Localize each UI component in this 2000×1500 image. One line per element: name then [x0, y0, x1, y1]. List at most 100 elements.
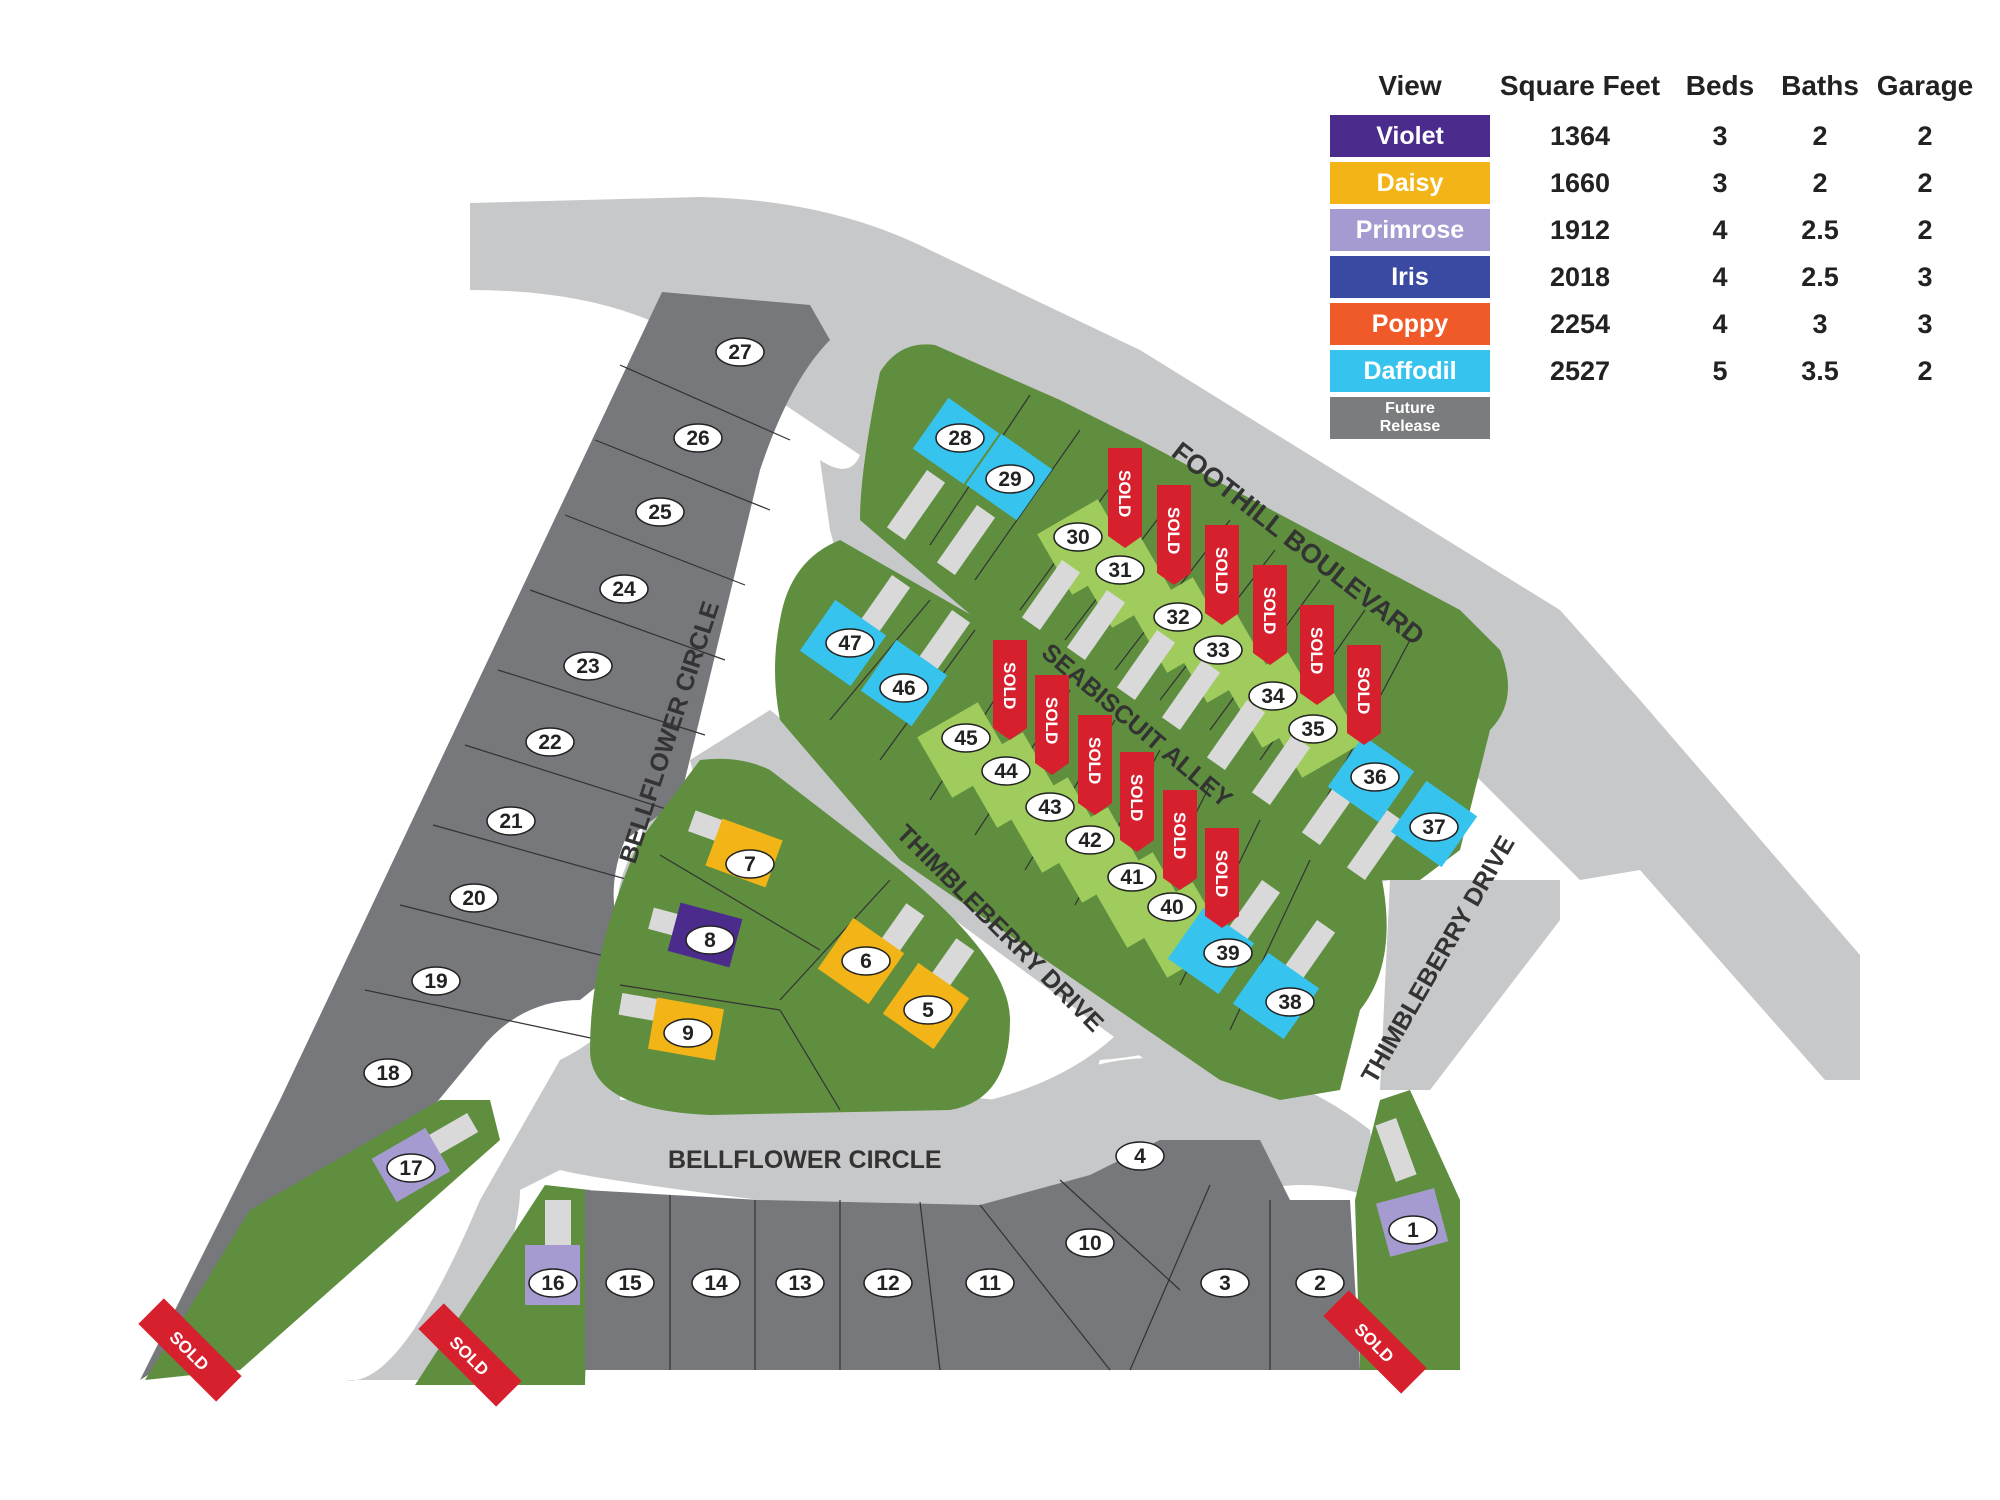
lot-16: 16 — [541, 1272, 564, 1295]
lot-13: 13 — [788, 1272, 811, 1295]
legend-row-violet: Violet 1364 3 2 2 — [1330, 115, 1980, 157]
swatch-primrose[interactable]: Primrose — [1330, 209, 1490, 251]
street-bellflower-circle-horizontal: BELLFLOWER CIRCLE — [668, 1146, 942, 1174]
baths-cell: 2.5 — [1801, 262, 1839, 292]
lot-27: 27 — [728, 341, 751, 364]
sqft-cell: 1364 — [1549, 121, 1611, 151]
swatch-iris[interactable]: Iris — [1330, 256, 1490, 298]
swatch-daffodil[interactable]: Daffodil — [1330, 350, 1490, 392]
lot-42: 42 — [1078, 829, 1101, 852]
lot-markers — [363, 337, 1459, 1298]
lot-12: 12 — [876, 1272, 899, 1295]
svg-text:SOLD: SOLD — [1085, 737, 1104, 784]
lot-23: 23 — [576, 655, 599, 678]
swatch-future-release[interactable]: Future Release — [1330, 397, 1490, 439]
legend-row-poppy: Poppy 2254 4 3 3 — [1330, 303, 1980, 345]
garage-cell: 3 — [1917, 262, 1933, 292]
lot-29: 29 — [998, 468, 1021, 491]
lot-25: 25 — [648, 501, 672, 524]
lot-7: 7 — [744, 853, 756, 876]
lots-west-lines — [364, 364, 791, 1041]
lot-3: 3 — [1219, 1272, 1231, 1295]
svg-text:SOLD: SOLD — [1115, 470, 1134, 517]
lot-35: 35 — [1301, 718, 1325, 741]
lot-46: 46 — [892, 677, 915, 700]
svg-text:SOLD: SOLD — [1000, 662, 1019, 709]
lot-33: 33 — [1206, 639, 1229, 662]
lot-17: 17 — [399, 1157, 422, 1180]
lot-44: 44 — [994, 760, 1018, 783]
lot-15: 15 — [618, 1272, 642, 1295]
lot-2: 2 — [1314, 1272, 1326, 1295]
lot-28: 28 — [948, 427, 972, 450]
lot-21: 21 — [499, 810, 523, 833]
sqft-cell: 2254 — [1549, 309, 1611, 339]
baths-cell: 3 — [1812, 309, 1828, 339]
lot-34: 34 — [1261, 685, 1285, 708]
baths-cell: 3.5 — [1801, 356, 1839, 386]
lot-39: 39 — [1216, 942, 1239, 965]
sqft-cell: 1660 — [1549, 168, 1611, 198]
legend-row-daffodil: Daffodil 2527 5 3.5 2 — [1330, 350, 1980, 392]
beds-cell: 5 — [1712, 356, 1728, 386]
lots-west-future — [140, 292, 830, 1380]
lot-32: 32 — [1166, 606, 1189, 629]
svg-text:SOLD: SOLD — [1212, 850, 1231, 897]
beds-cell: 3 — [1712, 121, 1728, 151]
beds-cell: 3 — [1712, 168, 1728, 198]
svg-text:SOLD: SOLD — [1354, 667, 1373, 714]
road-thimbleberry-center — [690, 710, 1240, 1100]
lot-30: 30 — [1066, 526, 1089, 549]
sold-ribbons: SOLD SOLD SOLD SOLD SOLD SOLD SOLD SOLD … — [993, 448, 1381, 928]
header-view: View — [1378, 70, 1442, 101]
lot-9: 9 — [682, 1022, 694, 1045]
header-baths: Baths — [1781, 70, 1859, 101]
legend-row-future-release: Future Release — [1330, 397, 1980, 439]
beds-cell: 4 — [1712, 215, 1728, 245]
svg-text:SOLD: SOLD — [1164, 507, 1183, 554]
sqft-cell: 1912 — [1549, 215, 1611, 245]
garage-cell: 2 — [1917, 168, 1933, 198]
lot-4: 4 — [1134, 1145, 1146, 1168]
lot-31: 31 — [1108, 559, 1132, 582]
lot-19: 19 — [424, 970, 447, 993]
lot-14: 14 — [704, 1272, 728, 1295]
lot-26: 26 — [686, 427, 709, 450]
lot-40: 40 — [1160, 896, 1183, 919]
road-bellflower-circle — [345, 290, 1380, 1381]
lot-6: 6 — [860, 950, 872, 973]
swatch-daisy[interactable]: Daisy — [1330, 162, 1490, 204]
lot-36: 36 — [1363, 766, 1386, 789]
garage-cell: 2 — [1917, 121, 1933, 151]
legend-row-primrose: Primrose 1912 4 2.5 2 — [1330, 209, 1980, 251]
legend-row-iris: Iris 2018 4 2.5 3 — [1330, 256, 1980, 298]
beds-cell: 4 — [1712, 309, 1728, 339]
floorplan-legend: View Square Feet Beds Baths Garage Viole… — [1330, 70, 1980, 450]
lot-20: 20 — [462, 887, 485, 910]
lot-47: 47 — [838, 632, 861, 655]
swatch-poppy[interactable]: Poppy — [1330, 303, 1490, 345]
svg-text:SOLD: SOLD — [1127, 774, 1146, 821]
svg-text:SOLD: SOLD — [1307, 627, 1326, 674]
lot-37: 37 — [1422, 816, 1445, 839]
lot-11: 11 — [979, 1272, 1002, 1295]
lot-45: 45 — [954, 727, 978, 750]
green-block-south-lines — [619, 854, 891, 1111]
swatch-violet[interactable]: Violet — [1330, 115, 1490, 157]
garage-cell: 3 — [1917, 309, 1933, 339]
baths-cell: 2 — [1812, 121, 1828, 151]
sqft-cell: 2018 — [1549, 262, 1611, 292]
sqft-cell: 2527 — [1549, 356, 1611, 386]
lot-38: 38 — [1278, 991, 1302, 1014]
lot-numbers: 1 2 3 4 5 6 7 8 9 10 11 12 13 14 15 16 1… — [376, 341, 1445, 1295]
svg-text:SOLD: SOLD — [1260, 587, 1279, 634]
future-line-2: Release — [1379, 418, 1441, 435]
lots-south-lines — [669, 1179, 1271, 1371]
lot-24: 24 — [612, 578, 636, 601]
lot-1: 1 — [1407, 1219, 1419, 1242]
garage-cell: 2 — [1917, 356, 1933, 386]
lots-south-future — [585, 1140, 1360, 1370]
future-line-1: Future — [1385, 400, 1435, 417]
lot-22: 22 — [538, 731, 561, 754]
beds-cell: 4 — [1712, 262, 1728, 292]
